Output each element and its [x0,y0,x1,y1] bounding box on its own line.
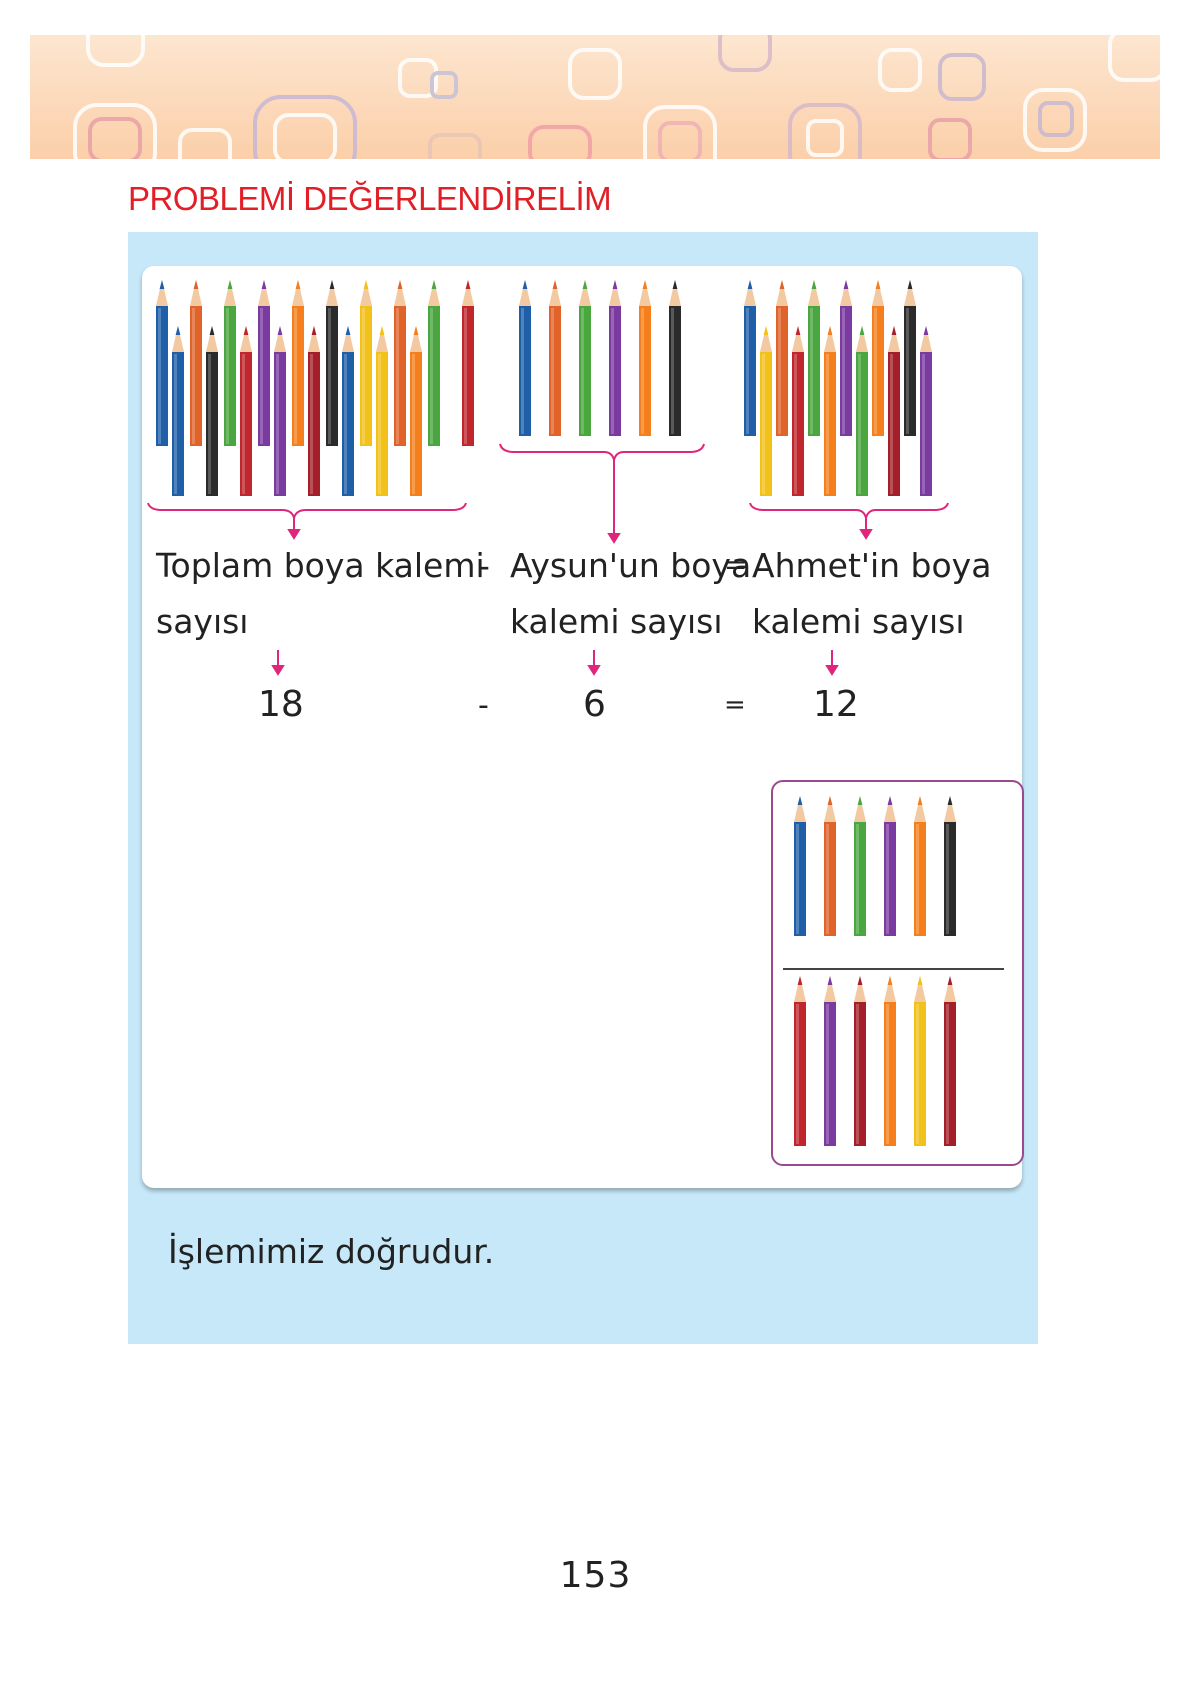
problem-panel: Toplam boya kalemi sayısı - Aysun'un boy… [128,232,1038,1344]
aysun-pencil [549,280,561,436]
check-pencil-top [854,796,866,936]
check-pencil-box [771,780,1024,1166]
check-pencil-top [794,796,806,936]
total-pencil [428,280,440,446]
ahmet-pencil [856,326,868,496]
total-pencil [342,326,354,496]
check-pencil-bottom [914,976,926,1146]
check-pencil-bottom [854,976,866,1146]
operator-minus: - [478,688,489,723]
check-pencil-top [914,796,926,936]
total-pencil [274,326,286,496]
banner-squares-pattern [73,35,1160,159]
ahmet-pencil [744,280,756,436]
check-pencil-top [944,796,956,936]
equation-card: Toplam boya kalemi sayısı - Aysun'un boy… [142,266,1024,1188]
aysun-pencil [519,280,531,436]
aysun-pencil [609,280,621,436]
label-ahmet-line2: kalemi sayısı [752,602,965,641]
label-total-line1: Toplam boya kalemi [156,546,485,585]
total-pencil [206,326,218,496]
total-pencil [360,280,372,446]
ahmet-pencil [824,326,836,496]
total-pencil [172,326,184,496]
ahmet-pencil [776,280,788,436]
total-pencil [394,280,406,446]
ahmet-pencil [904,280,916,436]
operator-equals: = [724,690,746,720]
aysun-pencil [669,280,681,436]
check-pencil-bottom [884,976,896,1146]
check-pencil-bottom [944,976,956,1146]
aysun-pencil [639,280,651,436]
label-aysun-line2: kalemi sayısı [510,602,723,641]
label-minus: - [478,546,490,585]
decorative-banner [30,35,1160,159]
check-divider [783,968,1004,970]
total-pencil [376,326,388,496]
total-pencil [224,280,236,446]
value-aysun: 6 [583,684,606,725]
label-total-line2: sayısı [156,602,249,641]
label-ahmet-line1: Ahmet'in boya [752,546,992,585]
total-pencil [292,280,304,446]
ahmet-pencil [792,326,804,496]
value-ahmet: 12 [813,684,859,725]
aysun-brace [499,443,705,544]
ahmet-pencil [808,280,820,436]
pencil-illustration [147,280,956,1146]
check-pencil-top [884,796,896,936]
aysun-pencil [579,280,591,436]
check-pencil-bottom [794,976,806,1146]
section-heading: PROBLEMİ DEĞERLENDİRELİM [128,180,612,217]
total-pencil [410,326,422,496]
label-equals: = [724,548,748,581]
value-total: 18 [258,684,304,725]
total-brace [147,502,467,540]
ahmet-pencil [920,326,932,496]
conclusion-text: İşlemimiz doğrudur. [168,1232,495,1271]
ahmet-pencil [760,326,772,496]
check-pencil-top [824,796,836,936]
ahmet-brace [749,502,949,540]
total-pencil [156,280,168,446]
check-pencil-bottom [824,976,836,1146]
ahmet-pencil [888,326,900,496]
total-pencil [462,280,474,446]
total-pencil [190,280,202,446]
label-arrows [271,650,839,676]
total-pencil [258,280,270,446]
total-pencil [240,326,252,496]
total-pencil [326,280,338,446]
total-pencil [308,326,320,496]
page-number: 153 [559,1555,632,1596]
ahmet-pencil [872,280,884,436]
ahmet-pencil [840,280,852,436]
label-aysun-line1: Aysun'un boya [510,546,752,585]
